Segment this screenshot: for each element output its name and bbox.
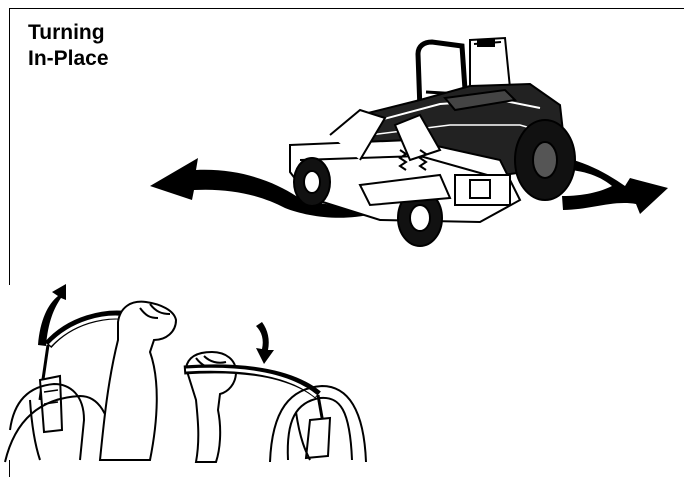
down-arrow-icon	[256, 322, 274, 364]
left-hand	[100, 302, 176, 460]
